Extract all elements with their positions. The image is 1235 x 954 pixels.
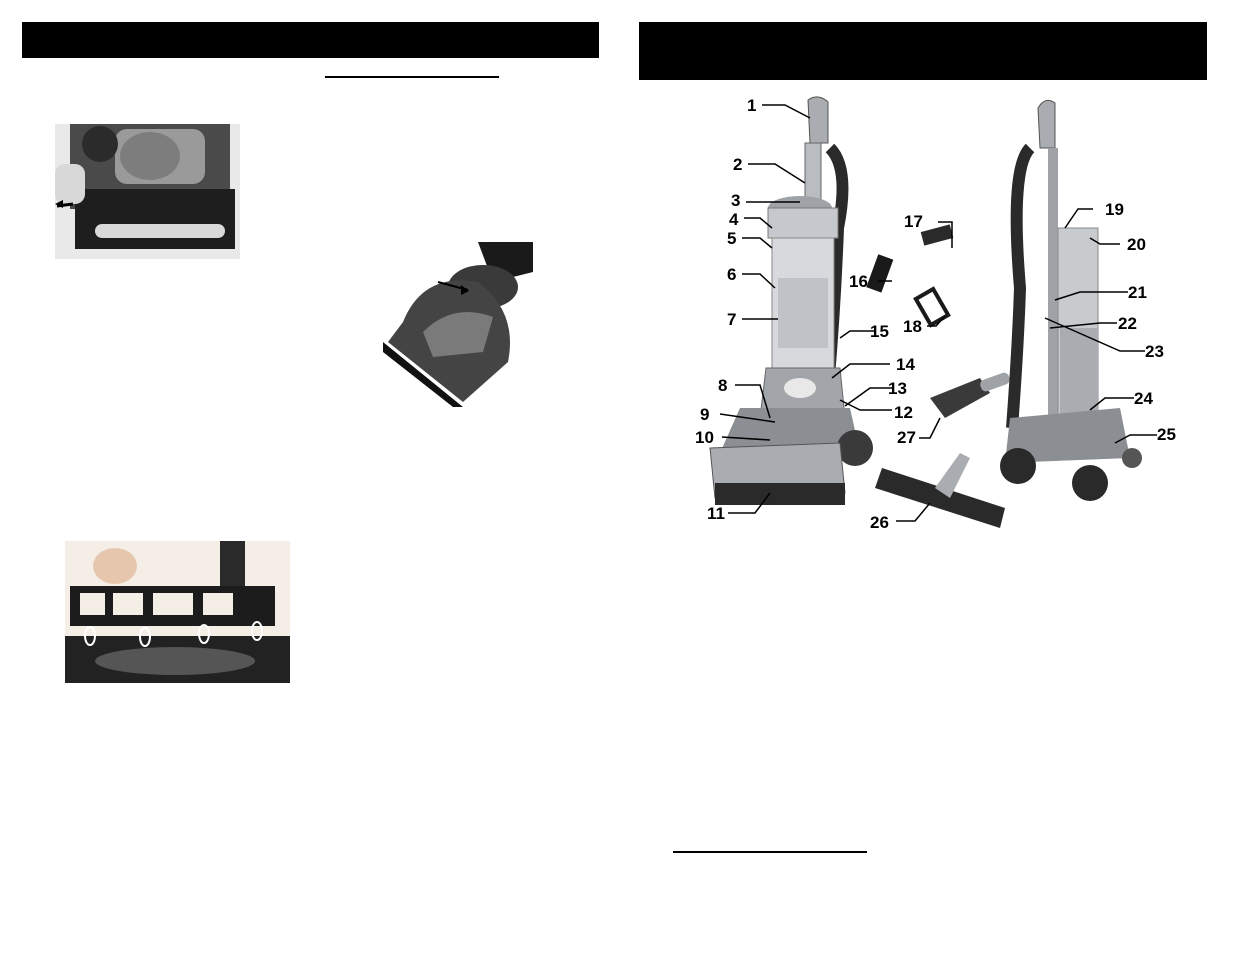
callout-3: 3 bbox=[731, 191, 741, 210]
right-section-underline bbox=[673, 851, 867, 853]
callout-12: 12 bbox=[894, 403, 913, 422]
callout-24: 24 bbox=[1134, 389, 1153, 408]
brush-roll-removal-photo bbox=[55, 124, 240, 259]
hose-connection-photo bbox=[383, 242, 533, 407]
left-section-underline bbox=[325, 76, 499, 78]
front-vacuum-illustration bbox=[709, 96, 873, 505]
right-header-bar bbox=[639, 22, 1207, 80]
callout-21: 21 bbox=[1128, 283, 1147, 302]
callout-17: 17 bbox=[904, 212, 923, 231]
callout-20: 20 bbox=[1127, 235, 1146, 254]
callout-13: 13 bbox=[888, 379, 907, 398]
callout-8: 8 bbox=[718, 376, 728, 395]
callout-2: 2 bbox=[733, 155, 743, 174]
side-vacuum-illustration bbox=[1000, 99, 1142, 501]
callout-14: 14 bbox=[896, 355, 915, 374]
callout-9: 9 bbox=[700, 405, 710, 424]
callout-18: 18 bbox=[903, 317, 922, 336]
callout-11: 11 bbox=[707, 504, 725, 523]
callout-26: 26 bbox=[870, 513, 889, 532]
parts-diagram bbox=[660, 88, 1205, 543]
callout-25: 25 bbox=[1157, 425, 1176, 444]
callout-6: 6 bbox=[727, 265, 737, 284]
callout-4: 4 bbox=[729, 210, 739, 229]
callout-16: 16 bbox=[849, 272, 868, 291]
callout-23: 23 bbox=[1145, 342, 1164, 361]
callout-1: 1 bbox=[747, 96, 757, 115]
left-header-bar bbox=[22, 22, 599, 58]
callout-7: 7 bbox=[727, 310, 737, 329]
leader-lines bbox=[719, 104, 1157, 522]
callout-10: 10 bbox=[695, 428, 714, 447]
accessory-tools bbox=[866, 224, 1010, 528]
callout-19: 19 bbox=[1105, 200, 1124, 219]
callout-15: 15 bbox=[870, 322, 889, 341]
brush-cover-clips-photo bbox=[65, 541, 290, 683]
callout-22: 22 bbox=[1118, 314, 1137, 333]
callout-27: 27 bbox=[897, 428, 916, 447]
callout-5: 5 bbox=[727, 229, 737, 248]
